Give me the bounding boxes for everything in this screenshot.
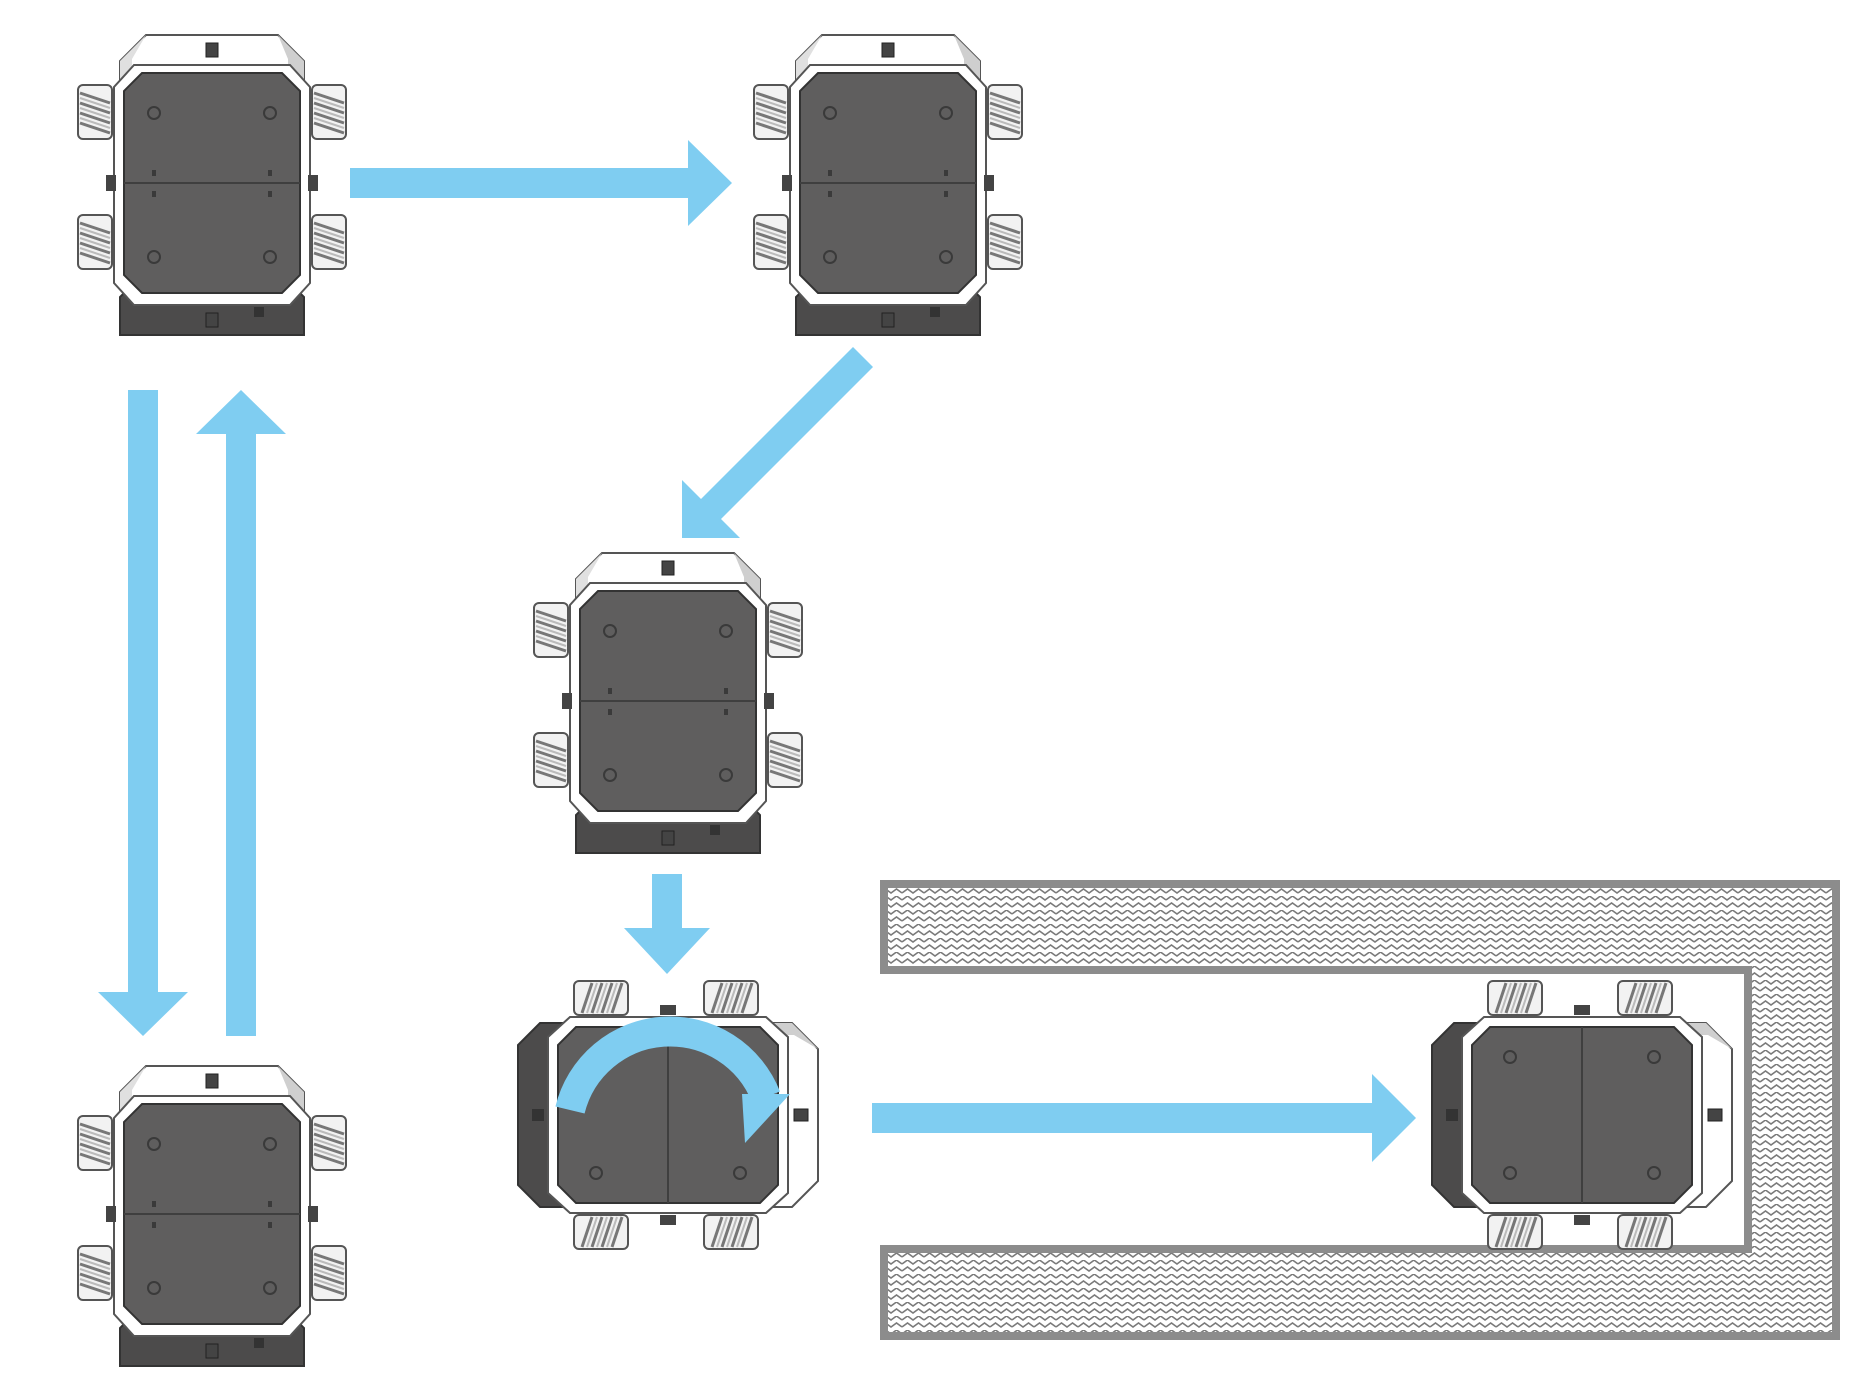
arrow-down-left <box>98 390 188 1036</box>
robot-2 <box>754 35 1022 335</box>
robot-1 <box>78 35 346 335</box>
arrow-up-left <box>196 390 286 1036</box>
u-shaped-wall <box>880 880 1840 1340</box>
robot-6 <box>1432 981 1732 1249</box>
robot-4 <box>78 1066 346 1366</box>
arrow-right-bottom <box>872 1074 1416 1162</box>
arrow-diagonal <box>682 347 873 538</box>
robot-3 <box>534 553 802 853</box>
arrow-rotate <box>555 1016 790 1143</box>
arrows <box>98 140 1416 1162</box>
arrow-down-center <box>624 874 710 974</box>
arrow-right-top <box>350 140 732 226</box>
